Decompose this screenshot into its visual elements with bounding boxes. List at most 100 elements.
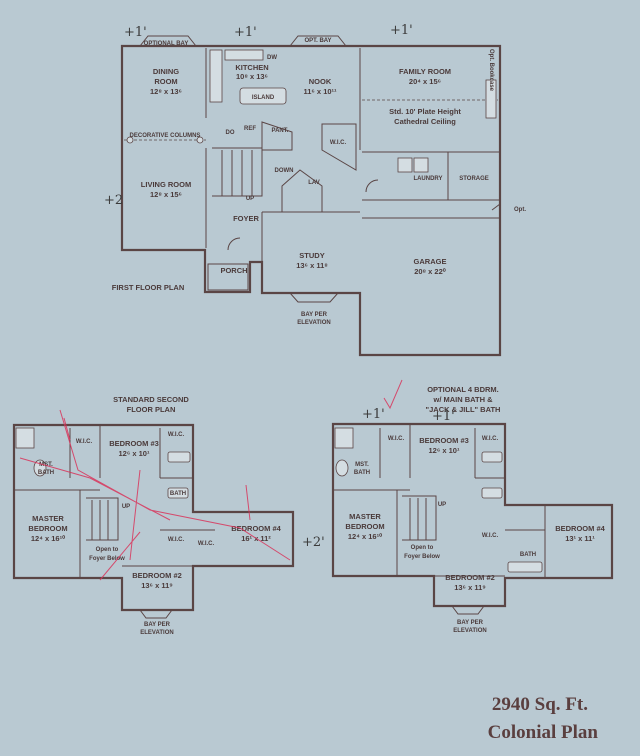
opt-open-1: Open to	[411, 545, 434, 551]
first-floor-plan	[120, 35, 502, 357]
std-master-name-2: BEDROOM	[28, 524, 67, 533]
dining-room-name-2: ROOM	[154, 77, 177, 86]
opt-bath: BATH	[520, 552, 536, 558]
up-label: UP	[246, 196, 254, 202]
nook-size: 11⁶ x 10¹¹	[303, 87, 337, 96]
annotation-plus-2-opt: +2'	[302, 535, 325, 550]
annotation-plus-1-dining: +1'	[124, 25, 147, 40]
opt-master-name-1: MASTER	[349, 512, 381, 521]
decorative-columns-label: DECORATIVE COLUMNS	[130, 133, 201, 139]
std-bedroom2-name: BEDROOM #2	[132, 571, 182, 580]
std-caption-1: STANDARD SECOND	[113, 395, 189, 404]
std-bedroom3-size: 12⁶ x 10¹	[119, 449, 150, 458]
opt-mst-bath-1: MST.	[355, 462, 369, 468]
elevation-label: ELEVATION	[297, 320, 330, 326]
dw-label: DW	[267, 55, 277, 61]
annotation-plus-1-opt-2: +1'	[432, 409, 455, 424]
optional-second-labels: OPTIONAL 4 BDRM. w/ MAIN BATH & "JACK & …	[345, 385, 605, 634]
garage-size: 20⁸ x 22⁰	[414, 267, 447, 276]
std-wic-4: W.I.C.	[198, 541, 215, 547]
std-bay-per: BAY PER	[144, 622, 171, 628]
optional-bay-label: OPTIONAL BAY	[144, 41, 189, 47]
opt-bay-label: OPT. BAY	[304, 38, 331, 44]
study-size: 13⁶ x 11⁸	[296, 261, 328, 270]
opt-wic-3: W.I.C.	[482, 533, 499, 539]
nook-name: NOOK	[309, 77, 332, 86]
optional-second-floor-plan	[331, 422, 614, 615]
std-mst-bath-2: BATH	[38, 470, 54, 476]
opt-mst-bath-2: BATH	[354, 470, 370, 476]
storage-label: STORAGE	[459, 176, 489, 182]
std-master-size: 12⁴ x 16¹⁰	[31, 534, 66, 543]
family-room-size: 20⁴ x 15⁶	[409, 77, 441, 86]
std-wic-1: W.I.C.	[76, 439, 93, 445]
checkmark-mark	[383, 379, 403, 410]
pantry-label: PANT.	[272, 128, 289, 134]
first-floor-stair	[212, 147, 263, 197]
opt-elevation: ELEVATION	[453, 628, 486, 634]
opt-bedroom2-size: 13⁶ x 11⁹	[454, 583, 486, 592]
std-elevation: ELEVATION	[140, 630, 173, 636]
opt-bay-per: BAY PER	[457, 620, 484, 626]
study-name: STUDY	[299, 251, 324, 260]
std-open-1: Open to	[96, 547, 119, 553]
annotation-plus-1-family: +1'	[390, 23, 413, 38]
opt-wic-1: W.I.C.	[388, 436, 405, 442]
kitchen-name: KITCHEN	[235, 63, 268, 72]
opt-bookcase-label: Opt. Bookcase	[488, 49, 494, 92]
living-room-size: 12⁸ x 15⁶	[150, 190, 182, 199]
island-label: ISLAND	[252, 95, 275, 101]
ceiling-note-1: Std. 10' Plate Height	[389, 107, 461, 116]
living-room-name: LIVING ROOM	[141, 180, 191, 189]
do-label: DO	[226, 130, 235, 136]
opt-caption-2: w/ MAIN BATH &	[432, 395, 493, 404]
pink-pen-strokes	[19, 409, 291, 581]
foyer-label: FOYER	[233, 214, 259, 223]
opt-bedroom3-name: BEDROOM #3	[419, 436, 469, 445]
annotation-plus-2-living: +2	[104, 193, 123, 208]
opt-bedroom4-name: BEDROOM #4	[555, 524, 605, 533]
lav-label: LAV	[308, 180, 320, 186]
opt-label: Opt.	[514, 207, 526, 213]
std-bedroom3-name: BEDROOM #3	[109, 439, 159, 448]
std-master-name-1: MASTER	[32, 514, 64, 523]
opt-master-name-2: BEDROOM	[345, 522, 384, 531]
family-room-name: FAMILY ROOM	[399, 67, 451, 76]
std-wic-3: W.I.C.	[168, 537, 185, 543]
plan-title: 2940 Sq. Ft. Colonial Plan	[488, 694, 599, 743]
opt-bedroom2-name: BEDROOM #2	[445, 573, 495, 582]
std-caption-2: FLOOR PLAN	[127, 405, 176, 414]
opt-master-size: 12⁴ x 16¹⁰	[348, 532, 383, 541]
annotation-plus-1-opt: +1'	[362, 407, 385, 422]
down-label: DOWN	[275, 168, 294, 174]
colonial-plan-title: Colonial Plan	[488, 722, 599, 743]
opt-bedroom3-size: 12⁶ x 10¹	[429, 446, 460, 455]
square-footage-title: 2940 Sq. Ft.	[492, 694, 588, 715]
std-open-2: Foyer Below	[89, 556, 125, 562]
ref-label: REF	[244, 126, 256, 132]
dining-room-size: 12⁸ x 13⁶	[150, 87, 182, 96]
standard-second-floor-plan	[12, 423, 295, 619]
garage-name: GARAGE	[414, 257, 447, 266]
opt-up: UP	[438, 502, 446, 508]
laundry-label: LAUNDRY	[413, 176, 442, 182]
std-wic-2: W.I.C.	[168, 432, 185, 438]
std-up: UP	[122, 504, 130, 510]
std-bedroom2-size: 13⁶ x 11⁹	[141, 581, 173, 590]
wic-label: W.I.C.	[330, 140, 347, 146]
annotation-plus-1-kitchen: +1'	[234, 25, 257, 40]
standard-second-labels: STANDARD SECOND FLOOR PLAN W.I.C. W.I.C.…	[28, 395, 281, 636]
ceiling-note-2: Cathedral Ceiling	[394, 117, 456, 126]
first-floor-caption: FIRST FLOOR PLAN	[112, 283, 185, 292]
porch-label: PORCH	[220, 266, 247, 275]
opt-caption-3: "JACK & JILL" BATH	[426, 405, 501, 414]
opt-caption-1: OPTIONAL 4 BDRM.	[427, 385, 499, 394]
kitchen-size: 10⁸ x 13⁶	[236, 72, 268, 81]
opt-wic-2: W.I.C.	[482, 436, 499, 442]
opt-open-2: Foyer Below	[404, 554, 440, 560]
bay-per-label: BAY PER	[301, 312, 328, 318]
dining-room-name: DINING	[153, 67, 179, 76]
opt-bedroom4-size: 13¹ x 11¹	[565, 534, 595, 543]
std-bedroom4-name: BEDROOM #4	[231, 524, 281, 533]
